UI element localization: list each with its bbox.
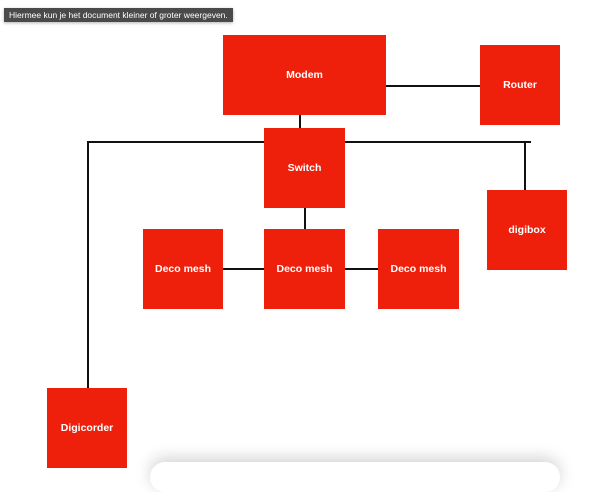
node-modem[interactable]: Modem: [223, 35, 386, 115]
node-deco-right[interactable]: Deco mesh: [378, 229, 459, 309]
connector-deco-right: [340, 268, 386, 270]
node-deco-center[interactable]: Deco mesh: [264, 229, 345, 309]
connector-to-digibox: [524, 141, 526, 190]
toolbar-shadow: [150, 462, 560, 492]
node-router[interactable]: Router: [480, 45, 560, 125]
node-digibox[interactable]: digibox: [487, 190, 567, 270]
zoom-tooltip: Hiermee kun je het document kleiner of g…: [4, 8, 233, 22]
connector-switch-deco: [304, 200, 306, 233]
connector-switch-left: [88, 141, 264, 143]
connector-deco-left: [223, 268, 264, 270]
node-switch[interactable]: Switch: [264, 128, 345, 208]
connector-modem-router: [386, 85, 480, 87]
node-deco-left[interactable]: Deco mesh: [143, 229, 223, 309]
connector-switch-right: [345, 141, 531, 143]
node-digicorder[interactable]: Digicorder: [47, 388, 127, 468]
connector-to-digicorder: [87, 141, 89, 388]
